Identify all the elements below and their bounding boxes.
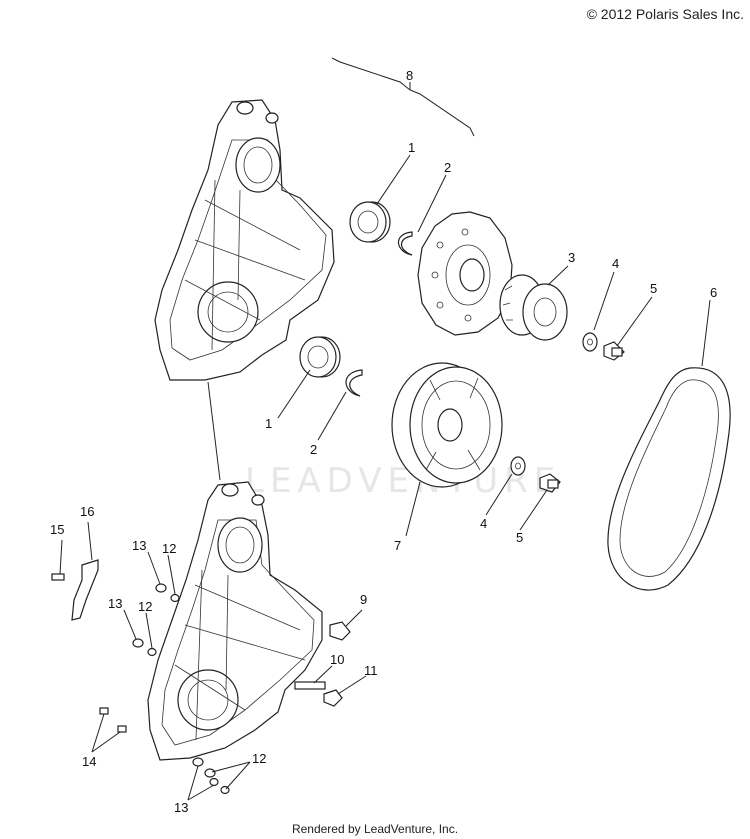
upper-sprocket xyxy=(417,211,513,336)
callout-1-upper: 1 xyxy=(408,140,415,155)
washer-upper xyxy=(582,332,598,352)
washer-nut-set-b xyxy=(132,638,157,657)
nut-11 xyxy=(323,689,343,707)
snap-ring-lower xyxy=(345,369,363,397)
snap-ring-upper xyxy=(397,231,413,256)
callout-15: 15 xyxy=(50,522,64,537)
callout-8: 8 xyxy=(406,68,413,83)
drive-gear xyxy=(499,274,568,341)
callout-13-a: 13 xyxy=(132,538,146,553)
upper-chaincase-housing xyxy=(154,99,335,381)
callout-1-lower: 1 xyxy=(265,416,272,431)
callout-5-upper: 5 xyxy=(650,281,657,296)
assembly-bracket xyxy=(331,57,475,137)
pin-15 xyxy=(51,573,65,581)
drive-chain xyxy=(607,367,731,591)
callout-4-upper: 4 xyxy=(612,256,619,271)
callout-9: 9 xyxy=(360,592,367,607)
callout-13-b: 13 xyxy=(108,596,122,611)
callout-4-lower: 4 xyxy=(480,516,487,531)
callout-3: 3 xyxy=(568,250,575,265)
bolt-upper xyxy=(603,341,625,361)
bearing-upper xyxy=(349,201,391,243)
callout-12-b: 12 xyxy=(138,599,152,614)
callout-6: 6 xyxy=(710,285,717,300)
callout-2-lower: 2 xyxy=(310,442,317,457)
callout-labels: 8 1 2 3 4 5 6 1 2 7 4 5 15 16 13 12 13 1… xyxy=(50,68,717,815)
washer-nut-set-c xyxy=(192,757,230,795)
watermark-text: LEADVENTURE xyxy=(245,461,561,501)
copyright-text: © 2012 Polaris Sales Inc. xyxy=(586,6,744,22)
bearing-lower xyxy=(299,336,341,378)
bolts-14 xyxy=(99,707,127,733)
callout-16: 16 xyxy=(80,504,94,519)
bolt-lower xyxy=(539,473,561,493)
bracket-16 xyxy=(71,559,99,621)
callout-14: 14 xyxy=(82,754,96,769)
washer-nut-set-a xyxy=(155,583,180,603)
callout-7: 7 xyxy=(394,538,401,553)
housing-reference-line xyxy=(207,381,221,481)
callout-12-a: 12 xyxy=(162,541,176,556)
washer-lower xyxy=(510,456,526,476)
bolt-9 xyxy=(329,621,351,641)
callout-10: 10 xyxy=(330,652,344,667)
large-sprocket xyxy=(391,362,503,488)
callout-5-lower: 5 xyxy=(516,530,523,545)
lower-chaincase-housing xyxy=(147,481,323,761)
leader-lines xyxy=(59,154,711,801)
stud-10 xyxy=(294,681,326,690)
footer-text: Rendered by LeadVenture, Inc. xyxy=(291,822,459,836)
callout-11: 11 xyxy=(364,663,378,678)
callout-2-upper: 2 xyxy=(444,160,451,175)
callout-13-c: 13 xyxy=(174,800,188,815)
callout-12-c: 12 xyxy=(252,751,266,766)
